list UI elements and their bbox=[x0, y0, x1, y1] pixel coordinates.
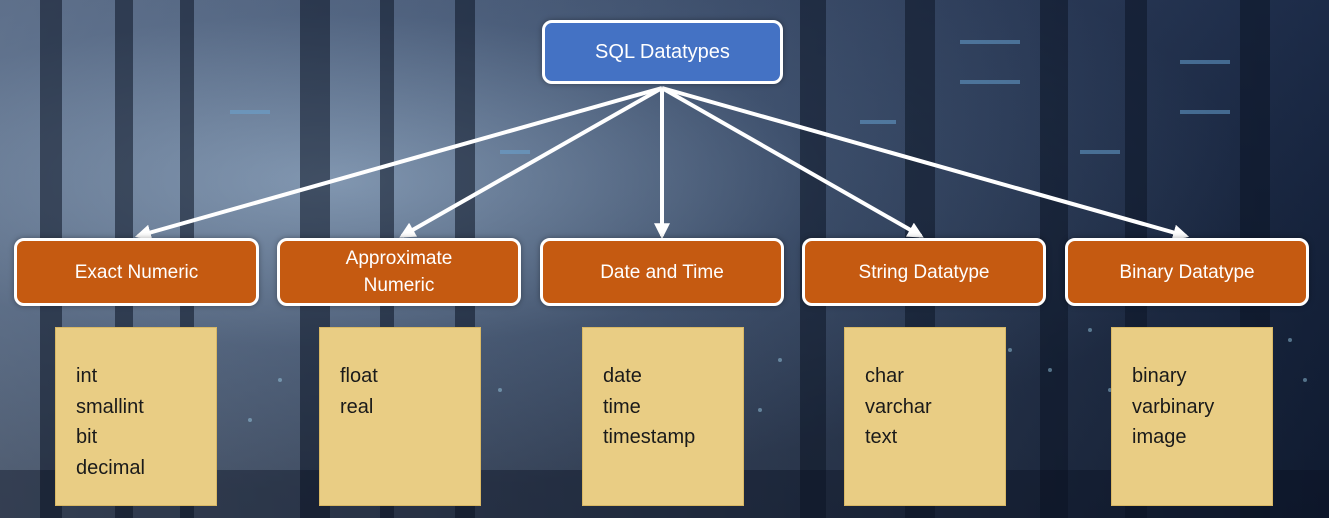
type-item: date bbox=[603, 365, 642, 387]
arrow-to-binary-datatype bbox=[661, 86, 1190, 241]
type-item: int bbox=[76, 365, 98, 387]
type-item: decimal bbox=[76, 456, 145, 479]
category-label: String Datatype bbox=[858, 261, 990, 283]
type-item: real bbox=[340, 395, 374, 418]
category-node-binary-datatype: Binary Datatype bbox=[1065, 238, 1309, 306]
type-item: float bbox=[340, 365, 378, 387]
root-node-sql-datatypes: SQL Datatypes bbox=[542, 20, 783, 84]
type-list-exact-numeric: int smallint bit decimal bbox=[55, 327, 217, 506]
type-item: varbinary bbox=[1132, 395, 1215, 418]
type-item: bit bbox=[76, 426, 98, 448]
type-item: varchar bbox=[865, 395, 932, 418]
type-item: binary bbox=[1132, 365, 1187, 387]
category-node-exact-numeric: Exact Numeric bbox=[14, 238, 259, 306]
type-list-date-and-time: date time timestamp bbox=[582, 327, 744, 506]
type-item: time bbox=[603, 395, 641, 418]
category-label: Date and Time bbox=[600, 261, 724, 283]
type-item: timestamp bbox=[603, 426, 696, 448]
category-label: Binary Datatype bbox=[1119, 261, 1255, 283]
type-item: smallint bbox=[76, 395, 144, 418]
arrow-to-string-datatype bbox=[661, 86, 924, 238]
root-node-label: SQL Datatypes bbox=[595, 40, 730, 63]
type-item: text bbox=[865, 426, 898, 448]
arrow-to-approximate-numeric bbox=[399, 86, 663, 238]
category-node-string-datatype: String Datatype bbox=[802, 238, 1046, 306]
category-node-date-and-time: Date and Time bbox=[540, 238, 784, 306]
category-node-approximate-numeric: Approximate Numeric bbox=[277, 238, 521, 306]
category-label: Approximate Numeric bbox=[345, 248, 453, 296]
type-list-string-datatype: char varchar text bbox=[844, 327, 1006, 506]
type-list-approximate-numeric: float real bbox=[319, 327, 481, 506]
category-label: Exact Numeric bbox=[74, 261, 199, 283]
type-item: image bbox=[1132, 426, 1187, 448]
type-list-binary-datatype: binary varbinary image bbox=[1111, 327, 1273, 506]
type-item: char bbox=[865, 365, 904, 387]
arrow-to-exact-numeric bbox=[134, 86, 663, 241]
